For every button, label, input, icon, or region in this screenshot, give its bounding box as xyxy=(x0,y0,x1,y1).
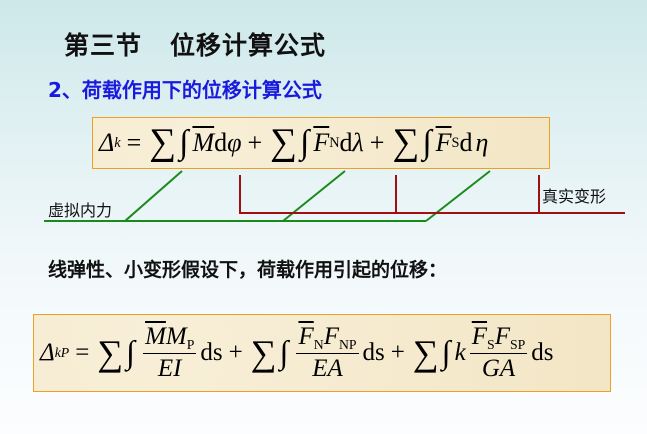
virtual-axial-force: F xyxy=(313,128,330,157)
axial-stiffness: EA xyxy=(312,355,343,383)
section-title: 第三节位移计算公式 xyxy=(64,26,326,62)
virtual-pointer-1 xyxy=(124,170,183,222)
integral-symbol: ∫ xyxy=(422,124,432,162)
integral-symbol: ∫ xyxy=(126,334,136,371)
plus-sign: + xyxy=(228,339,243,366)
equals-sign: = xyxy=(126,128,142,157)
integral-symbol: ∫ xyxy=(300,124,310,162)
load-axial-force: F xyxy=(323,323,339,351)
differential: d xyxy=(214,128,228,157)
differential: ds xyxy=(362,339,385,366)
axial-deformation-var: λ xyxy=(352,128,364,157)
plus-sign: + xyxy=(390,339,405,366)
integral-symbol: ∫ xyxy=(441,334,451,371)
real-deformation-label: 真实变形 xyxy=(542,187,607,206)
virtual-axial-force: F xyxy=(298,323,314,351)
subtitle: 2、荷载作用下的位移计算公式 xyxy=(48,78,322,102)
section-number: 第三节 xyxy=(64,31,143,60)
integral-symbol: ∫ xyxy=(179,124,189,162)
load-moment: M xyxy=(165,323,187,351)
virtual-moment: M xyxy=(192,128,215,157)
plus-sign: + xyxy=(369,128,385,157)
virtual-internal-force-label: 虚拟内力 xyxy=(48,201,113,220)
statement-text: 线弹性、小变形假设下，荷载作用引起的位移： xyxy=(48,259,448,281)
curvature-var: φ xyxy=(227,128,242,157)
sum-symbol: ∑ xyxy=(97,332,124,373)
shear-coefficient: k xyxy=(454,339,466,366)
equals-sign: = xyxy=(75,339,90,366)
sum-symbol: ∑ xyxy=(412,332,439,373)
delta-subscript: kP xyxy=(54,345,70,360)
shear-subscript: S xyxy=(451,134,460,151)
bending-fraction: MMP EI xyxy=(143,323,197,383)
load-shear-subscript: SP xyxy=(509,337,526,353)
delta-symbol: Δ xyxy=(40,339,55,366)
section-name: 位移计算公式 xyxy=(170,31,327,60)
axial-fraction: FNFNP EA xyxy=(296,323,359,383)
differential: ds xyxy=(200,339,223,366)
differential: d xyxy=(339,128,353,157)
shear-deformation-var: η xyxy=(475,128,489,157)
axial-subscript: N xyxy=(329,134,340,151)
load-axial-subscript: NP xyxy=(338,337,357,353)
sum-symbol: ∑ xyxy=(250,332,277,373)
shear-stiffness: GA xyxy=(481,355,516,383)
integral-symbol: ∫ xyxy=(279,334,289,371)
load-shear-force: F xyxy=(494,323,510,351)
differential: ds xyxy=(531,339,554,366)
delta-symbol: Δ xyxy=(99,128,115,157)
real-baseline xyxy=(239,175,625,214)
sum-symbol: ∑ xyxy=(392,121,420,164)
sum-symbol: ∑ xyxy=(149,121,177,164)
virtual-axial-subscript: N xyxy=(313,337,324,353)
virtual-moment: M xyxy=(145,323,166,351)
bending-stiffness: EI xyxy=(157,355,182,383)
sum-symbol: ∑ xyxy=(270,121,298,164)
virtual-shear-subscript: S xyxy=(487,337,495,353)
delta-subscript: k xyxy=(114,134,121,151)
shear-fraction: FSFSP GA xyxy=(469,323,528,383)
differential: d xyxy=(459,128,473,157)
plus-sign: + xyxy=(247,128,263,157)
virtual-shear-force: F xyxy=(435,128,452,157)
virtual-shear-force: F xyxy=(471,323,488,351)
load-moment-subscript: P xyxy=(186,337,195,353)
